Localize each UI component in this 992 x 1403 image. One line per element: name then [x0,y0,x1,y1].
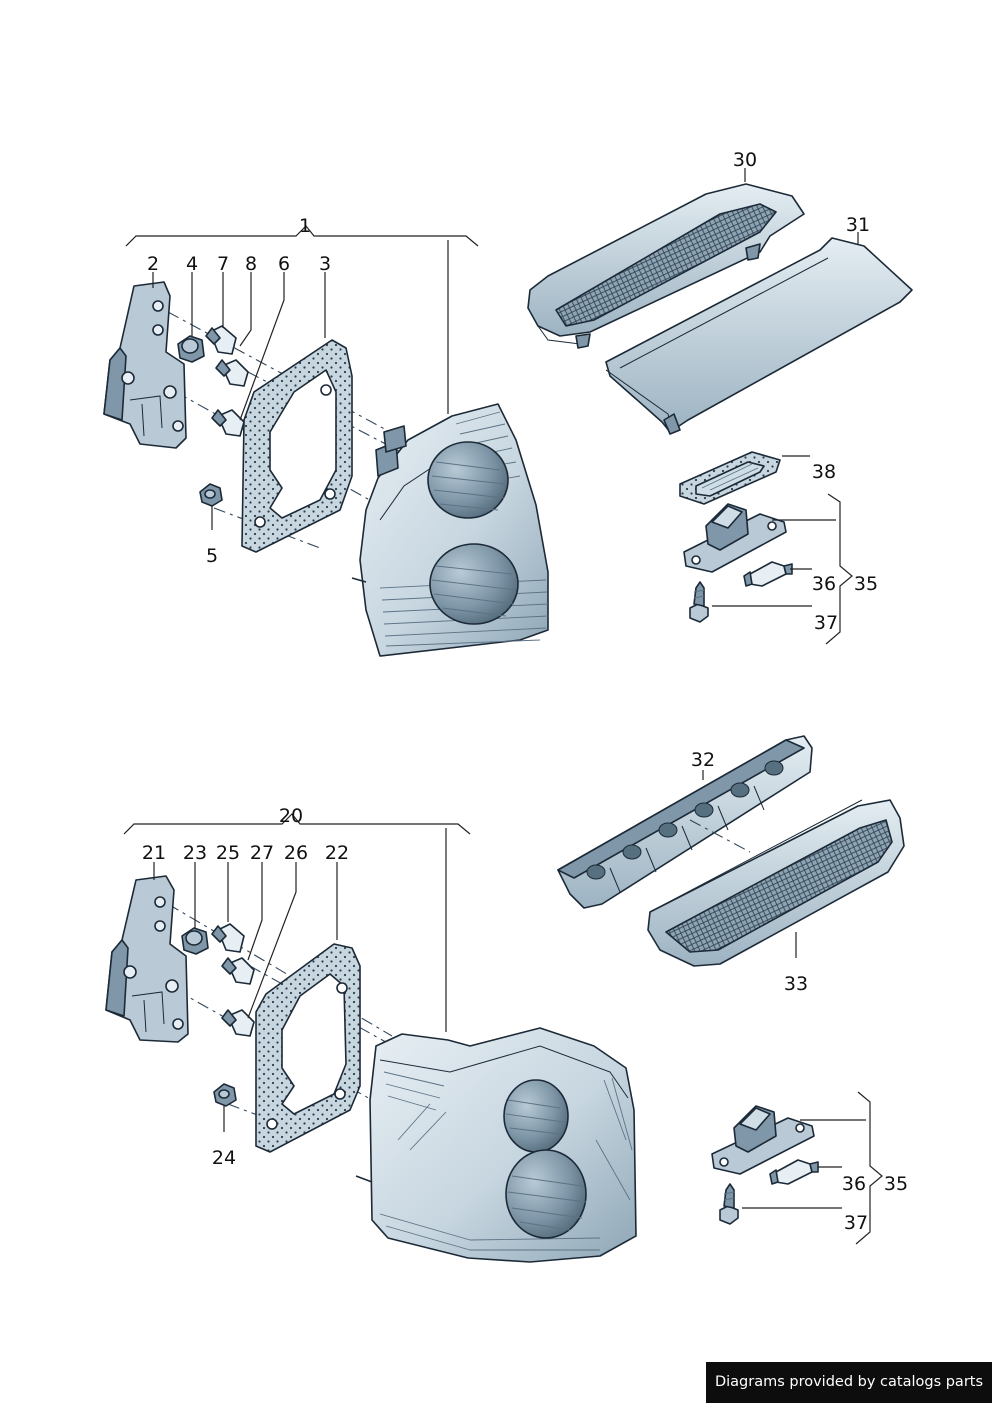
brake-light-strip [557,735,813,909]
bulb-26 [221,1009,255,1037]
callout-3: 3 [319,253,331,275]
callout-7: 7 [217,253,229,275]
bulb-holder-plate [103,281,187,449]
third-brake-light [527,183,805,349]
callout-35: 35 [854,573,878,595]
nut [213,1083,237,1107]
callout-4: 4 [186,253,198,275]
gasket [241,339,353,553]
bulb-27 [221,957,255,985]
callout-36: 36 [812,573,836,595]
callout-1: 1 [299,215,311,237]
festoon-bulb [743,561,793,587]
bulb-8 [215,359,249,387]
callout-27: 27 [250,842,274,864]
callout-21: 21 [142,842,166,864]
callout-37: 37 [814,612,838,634]
tail-light-housing [351,403,549,657]
festoon-bulb [769,1159,819,1185]
callout-37: 37 [844,1212,868,1234]
bulb-7 [205,325,237,355]
callout-32: 32 [691,749,715,771]
bulb-holder-plate [105,875,189,1043]
callout-33: 33 [784,973,808,995]
tail-light-assembly-upper [103,225,549,657]
callout-31: 31 [846,214,870,236]
callout-8: 8 [245,253,257,275]
callout-26: 26 [284,842,308,864]
bulb-6 [211,409,245,437]
callout-35: 35 [884,1173,908,1195]
screw [689,581,709,623]
callout-30: 30 [733,149,757,171]
bulb-socket [181,927,209,955]
callout-38: 38 [812,461,836,483]
callout-22: 22 [325,842,349,864]
nut [199,483,223,507]
bulb-25 [211,923,245,953]
bulb-socket [177,335,205,363]
licence-plate-lamp-housing [683,503,787,573]
screw [719,1183,739,1225]
callout-24: 24 [212,1147,236,1169]
attribution-banner: Diagrams provided by catalogs parts [706,1362,992,1403]
callout-5: 5 [206,545,218,567]
brake-light-cover [605,237,913,435]
callout-20: 20 [279,805,303,827]
brake-light-lens [647,799,905,967]
tail-light-housing [355,1027,637,1263]
callout-23: 23 [183,842,207,864]
callout-6: 6 [278,253,290,275]
callout-36: 36 [842,1173,866,1195]
gasket [255,943,361,1153]
licence-plate-lamp-housing [711,1105,815,1175]
callout-25: 25 [216,842,240,864]
tail-light-assembly-lower [105,813,637,1263]
callout-2: 2 [147,253,159,275]
seal [679,451,781,505]
